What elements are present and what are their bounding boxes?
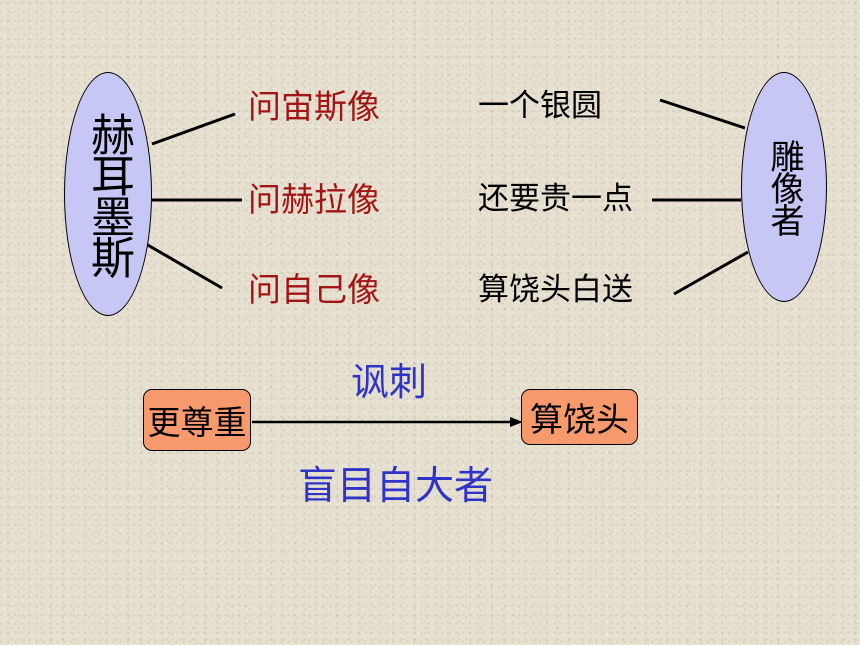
connector-right-p1 bbox=[659, 98, 746, 130]
hermes-oval: 赫耳墨斯 bbox=[64, 72, 152, 316]
connector-left-q3 bbox=[145, 242, 223, 290]
throw-in-label: 算饶头 bbox=[530, 400, 629, 439]
connector-right-p3 bbox=[673, 250, 749, 296]
question-own-statue: 问自己像 bbox=[248, 270, 380, 309]
satire-label: 讽刺 bbox=[351, 360, 428, 404]
hermes-label: 赫耳墨斯 bbox=[83, 112, 134, 276]
price-hera-statue: 还要贵一点 bbox=[478, 181, 633, 217]
throw-in-box: 算饶头 bbox=[521, 389, 638, 445]
question-zeus-statue: 问宙斯像 bbox=[248, 87, 380, 126]
sculptor-oval: 雕像者 bbox=[741, 72, 827, 302]
connector-left-q1 bbox=[151, 112, 236, 146]
more-respect-box: 更尊重 bbox=[143, 389, 251, 451]
conclusion-label: 盲目自大者 bbox=[298, 464, 494, 509]
question-hera-statue: 问赫拉像 bbox=[248, 180, 380, 219]
sculptor-label: 雕像者 bbox=[764, 139, 804, 235]
price-own-statue: 算饶头白送 bbox=[478, 272, 633, 308]
price-zeus-statue: 一个银圆 bbox=[478, 88, 602, 124]
more-respect-label: 更尊重 bbox=[147, 403, 247, 442]
